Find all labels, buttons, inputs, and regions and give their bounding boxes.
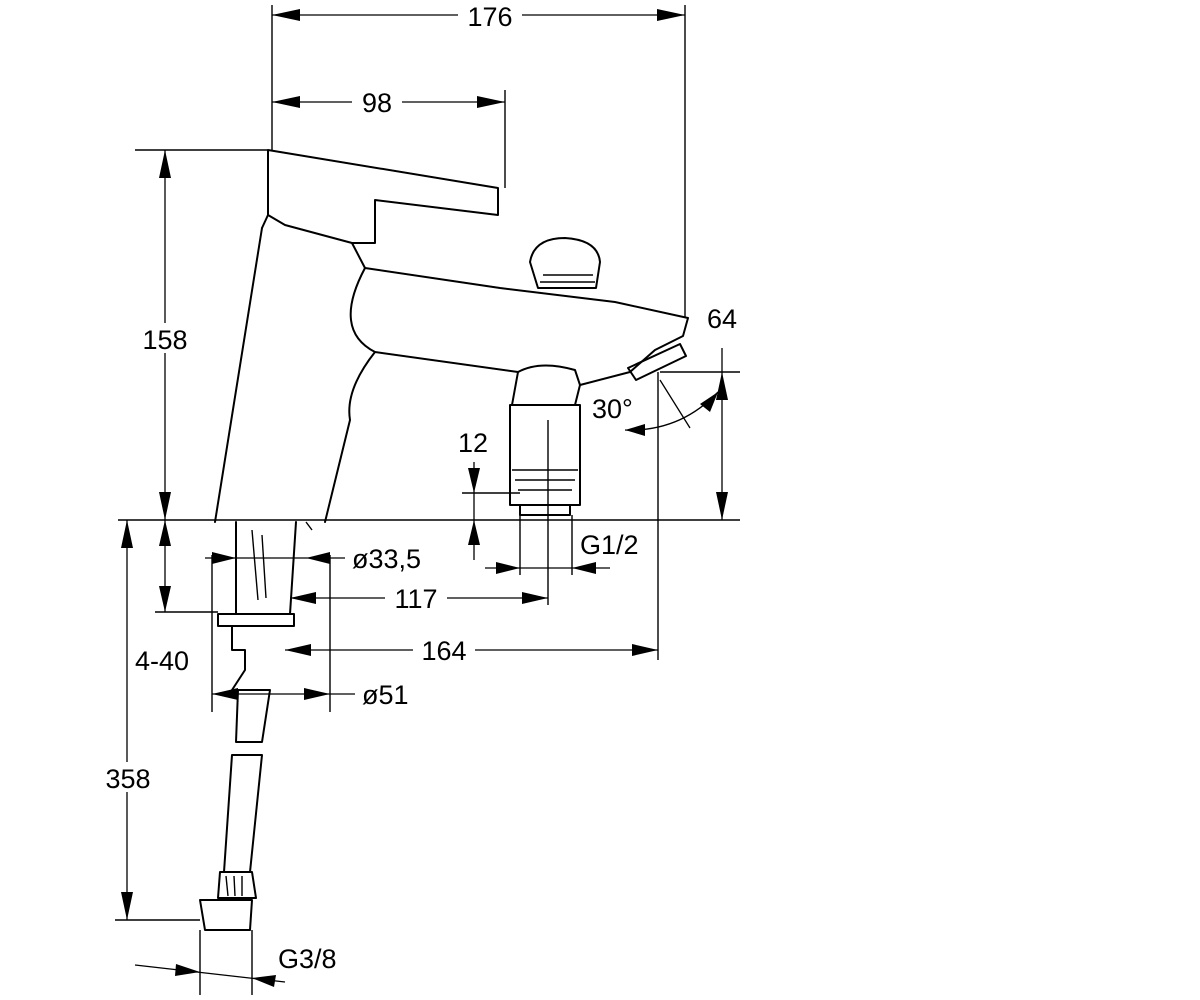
dim-spout-angle: 30° bbox=[592, 394, 633, 424]
dimension-lines bbox=[115, 5, 740, 995]
dim-outlet-offset: 117 bbox=[394, 584, 437, 614]
dim-spout-offset: 164 bbox=[421, 636, 466, 666]
dim-lever-length: 98 bbox=[362, 88, 392, 118]
dimension-labels: 176 98 158 64 30° 12 ø33,5 G1/2 117 164 … bbox=[98, 0, 737, 974]
dim-deck-thickness: 4-40 bbox=[135, 646, 189, 676]
faucet-body bbox=[199, 149, 689, 931]
dim-spout-reach: 64 bbox=[707, 304, 737, 334]
dim-overall-width: 176 bbox=[467, 2, 512, 32]
dim-height: 158 bbox=[142, 325, 187, 355]
dim-outlet-thread: G1/2 bbox=[580, 530, 639, 560]
dim-diverter: 12 bbox=[458, 428, 488, 458]
dim-flange-diameter: ø51 bbox=[362, 680, 409, 710]
dim-hose-length: 358 bbox=[105, 764, 150, 794]
dim-hose-thread: G3/8 bbox=[278, 944, 337, 974]
dim-base-diameter: ø33,5 bbox=[352, 544, 421, 574]
